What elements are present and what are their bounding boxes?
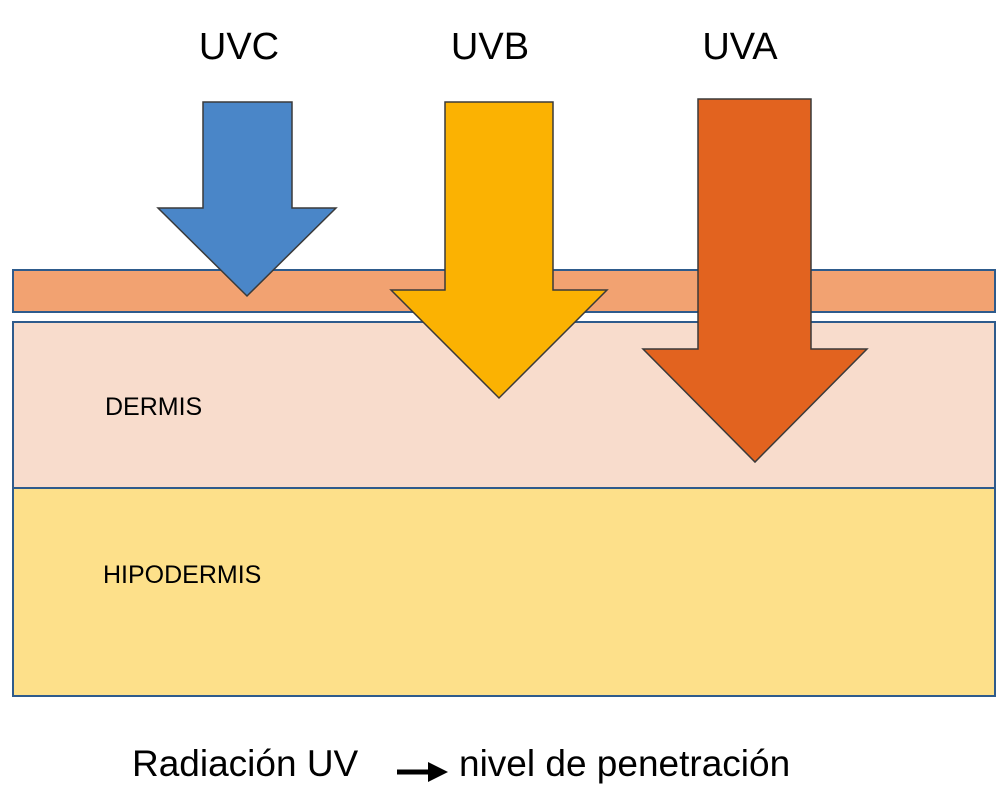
hipodermis-layer [12,487,996,697]
hipodermis-label: HIPODERMIS [103,561,261,589]
caption-right: nivel de penetración [459,743,790,784]
uva-arrow [641,98,869,464]
uvb-label: UVB [451,26,529,68]
caption-left: Radiación UV [132,743,359,784]
uvc-label: UVC [199,26,279,68]
uva-label: UVA [702,26,778,68]
uvc-arrow [156,101,338,298]
caption-arrow-icon [397,762,448,782]
uvb-arrow [389,101,609,400]
dermis-label: DERMIS [105,393,202,421]
